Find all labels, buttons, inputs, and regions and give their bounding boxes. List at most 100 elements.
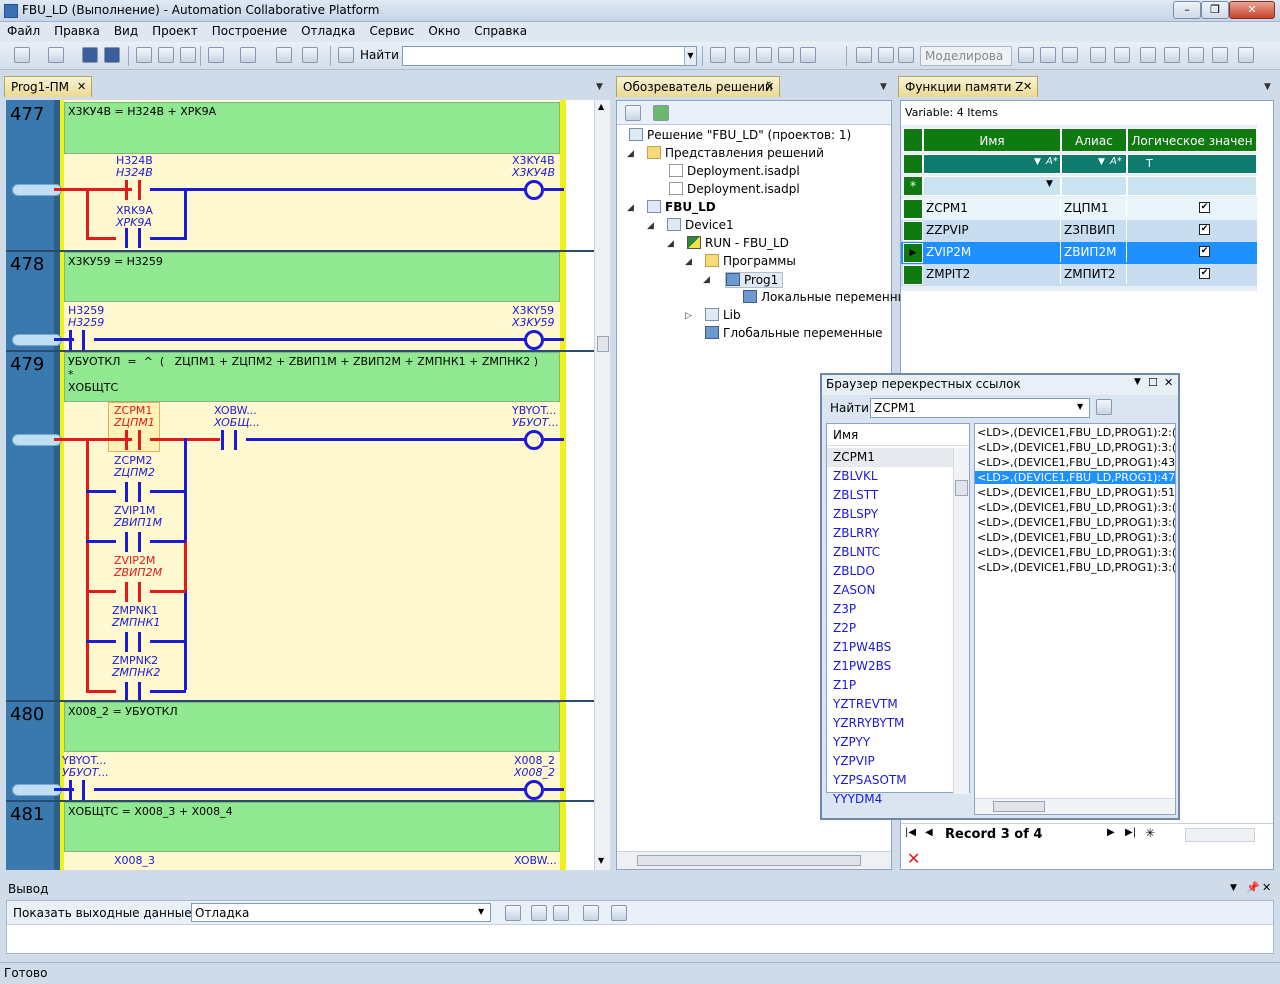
properties-icon[interactable] [625, 105, 641, 121]
chevron-down-icon[interactable]: ▼ [1134, 377, 1141, 387]
scroll-up-icon[interactable]: ▲ [598, 102, 605, 111]
xref-find-input[interactable]: ZCPM1 ▼ [870, 398, 1090, 418]
xref-reference-item[interactable]: <LD>,(DEVICE1,FBU_LD,PROG1):43:(2, [977, 456, 1176, 469]
tool-icon-11[interactable] [1188, 47, 1204, 63]
tool-icon-7[interactable] [878, 47, 894, 63]
coil-ybyot[interactable] [524, 430, 544, 450]
xref-name-header[interactable]: Имя [827, 424, 969, 446]
chevron-down-icon[interactable]: ▼ [478, 907, 485, 916]
menu-project[interactable]: Проект [152, 24, 198, 38]
tool-icon-6[interactable] [856, 47, 872, 63]
coil-x3ky59[interactable] [524, 330, 544, 350]
contact-h324b[interactable] [116, 180, 150, 200]
next-record-icon[interactable]: ▶ [1107, 827, 1115, 838]
xref-reference-item[interactable]: <LD>,(DEVICE1,FBU_LD,PROG1):2:(2,2 [977, 426, 1176, 439]
expand-icon[interactable]: ◢ [667, 239, 674, 249]
contact-zvip2m[interactable] [116, 582, 150, 602]
filter-alias[interactable]: ▼A* [1061, 154, 1127, 174]
tree-local-variables[interactable]: Локальные переменные [743, 290, 914, 304]
gear-icon[interactable] [1238, 47, 1254, 63]
xref-name-item[interactable]: ZCPM1 [833, 450, 875, 464]
refs-scrollbar[interactable] [975, 798, 1175, 814]
close-icon[interactable]: ✕ [1164, 376, 1174, 389]
ladder-editor[interactable]: 477 X3KУ4B = H324B + XPK9A H324B H324B X… [6, 100, 610, 870]
column-header-name[interactable]: Имя [923, 128, 1061, 152]
cell-name[interactable]: ZVIP2M [923, 242, 1061, 262]
scroll-down-icon[interactable]: ▼ [598, 856, 605, 865]
minimize-button[interactable]: – [1173, 1, 1201, 19]
maximize-icon[interactable]: ☐ [1148, 376, 1158, 389]
checkbox[interactable]: ✔ [1199, 202, 1210, 213]
grid-horizontal-scrollbar[interactable] [1185, 828, 1255, 842]
xref-reference-item[interactable]: <LD>,(DEVICE1,FBU_LD,PROG1):3:(3,5 [977, 516, 1176, 529]
contact-xrk9a[interactable] [116, 228, 150, 248]
tab-solution-explorer[interactable]: Обозреватель решений ✕ [616, 76, 780, 97]
word-wrap-icon[interactable] [611, 905, 627, 921]
scrollbar-thumb[interactable] [637, 855, 861, 866]
stop-icon[interactable] [1040, 47, 1056, 63]
goto-icon[interactable] [505, 905, 521, 921]
tool-icon-8[interactable] [898, 47, 914, 63]
menu-tools[interactable]: Сервис [369, 24, 415, 38]
coil-x008-2[interactable] [524, 780, 544, 800]
scrollbar-thumb[interactable] [955, 480, 968, 496]
names-scrollbar[interactable] [953, 448, 969, 794]
prev-message-icon[interactable] [531, 905, 547, 921]
save-all-icon[interactable] [104, 47, 120, 63]
output-source-select[interactable]: Отладка ▼ [191, 903, 491, 922]
cut-icon[interactable] [136, 47, 152, 63]
tool-icon-2[interactable] [734, 47, 750, 63]
tree-deployment-1[interactable]: Deployment.isadpl [669, 164, 800, 178]
scrollbar-thumb[interactable] [993, 801, 1045, 812]
tree-prog1[interactable]: Prog1 [725, 272, 784, 288]
new-row-logic[interactable] [1127, 176, 1257, 196]
menu-debug[interactable]: Отладка [301, 24, 356, 38]
copy-icon[interactable] [158, 47, 174, 63]
cell-alias[interactable]: ZМПИТ2 [1061, 264, 1127, 284]
coil-x3ky4b[interactable] [524, 180, 544, 200]
solution-horizontal-scrollbar[interactable] [617, 851, 891, 869]
column-header-alias[interactable]: Алиас [1061, 128, 1127, 152]
tree-programs[interactable]: Программы [705, 254, 796, 268]
contact-zcpm2[interactable] [116, 482, 150, 502]
save-icon[interactable] [82, 47, 98, 63]
tree-run-fbu-ld[interactable]: RUN - FBU_LD [687, 236, 789, 250]
close-icon[interactable]: ✕ [77, 80, 87, 93]
step-over-icon[interactable] [1090, 47, 1106, 63]
menu-view[interactable]: Вид [113, 24, 139, 38]
tool-icon-12[interactable] [1212, 47, 1228, 63]
close-button[interactable]: ✕ [1229, 1, 1275, 19]
contact-zmpnk1[interactable] [116, 632, 150, 652]
close-icon[interactable]: ✕ [765, 80, 775, 93]
checkbox[interactable]: ✔ [1199, 224, 1210, 235]
tool-icon-9[interactable] [1140, 47, 1156, 63]
table-row[interactable]: ZCPM1 ZЦПМ1 ✔ [901, 198, 1257, 220]
xref-name-item[interactable]: Z2P [833, 621, 857, 635]
xref-name-item[interactable]: YZTREVTM [833, 697, 898, 711]
xref-name-item[interactable]: ZASON [833, 583, 876, 597]
xref-name-item[interactable]: ZBLDO [833, 564, 875, 578]
cell-name[interactable]: ZCPM1 [923, 198, 1061, 218]
table-row[interactable]: ZMPIT2 ZМПИТ2 ✔ [901, 264, 1257, 286]
menu-edit[interactable]: Правка [54, 24, 100, 38]
simulation-combo[interactable]: Моделирова [920, 46, 1012, 66]
xref-search-icon[interactable] [1096, 399, 1112, 415]
find-dropdown-icon[interactable]: ▼ [684, 47, 696, 65]
xref-reference-item[interactable]: <LD>,(DEVICE1,FBU_LD,PROG1):3:(3,5 [977, 531, 1176, 544]
new-row-name[interactable]: ▼ [923, 176, 1061, 196]
scrollbar-thumb[interactable] [597, 336, 609, 352]
pin-icon[interactable]: 📌 [1246, 881, 1260, 894]
xref-name-item[interactable]: Z1P [833, 678, 857, 692]
ladder-vertical-scrollbar[interactable]: ▲ ▼ [594, 100, 610, 870]
xref-name-item[interactable]: ZBLSTT [833, 488, 879, 502]
tool-icon-5[interactable] [800, 47, 816, 63]
cell-alias[interactable]: ZЦПМ1 [1061, 198, 1127, 218]
last-record-icon[interactable]: ▶| [1125, 827, 1137, 838]
tool-icon-4[interactable] [778, 47, 794, 63]
first-record-icon[interactable]: |◀ [905, 827, 917, 838]
find-input[interactable] [402, 46, 697, 66]
chevron-down-icon[interactable]: ▼ [1077, 402, 1084, 411]
redo-icon[interactable] [240, 47, 256, 63]
xref-reference-item[interactable]: <LD>,(DEVICE1,FBU_LD,PROG1):511:(1 [977, 486, 1176, 499]
